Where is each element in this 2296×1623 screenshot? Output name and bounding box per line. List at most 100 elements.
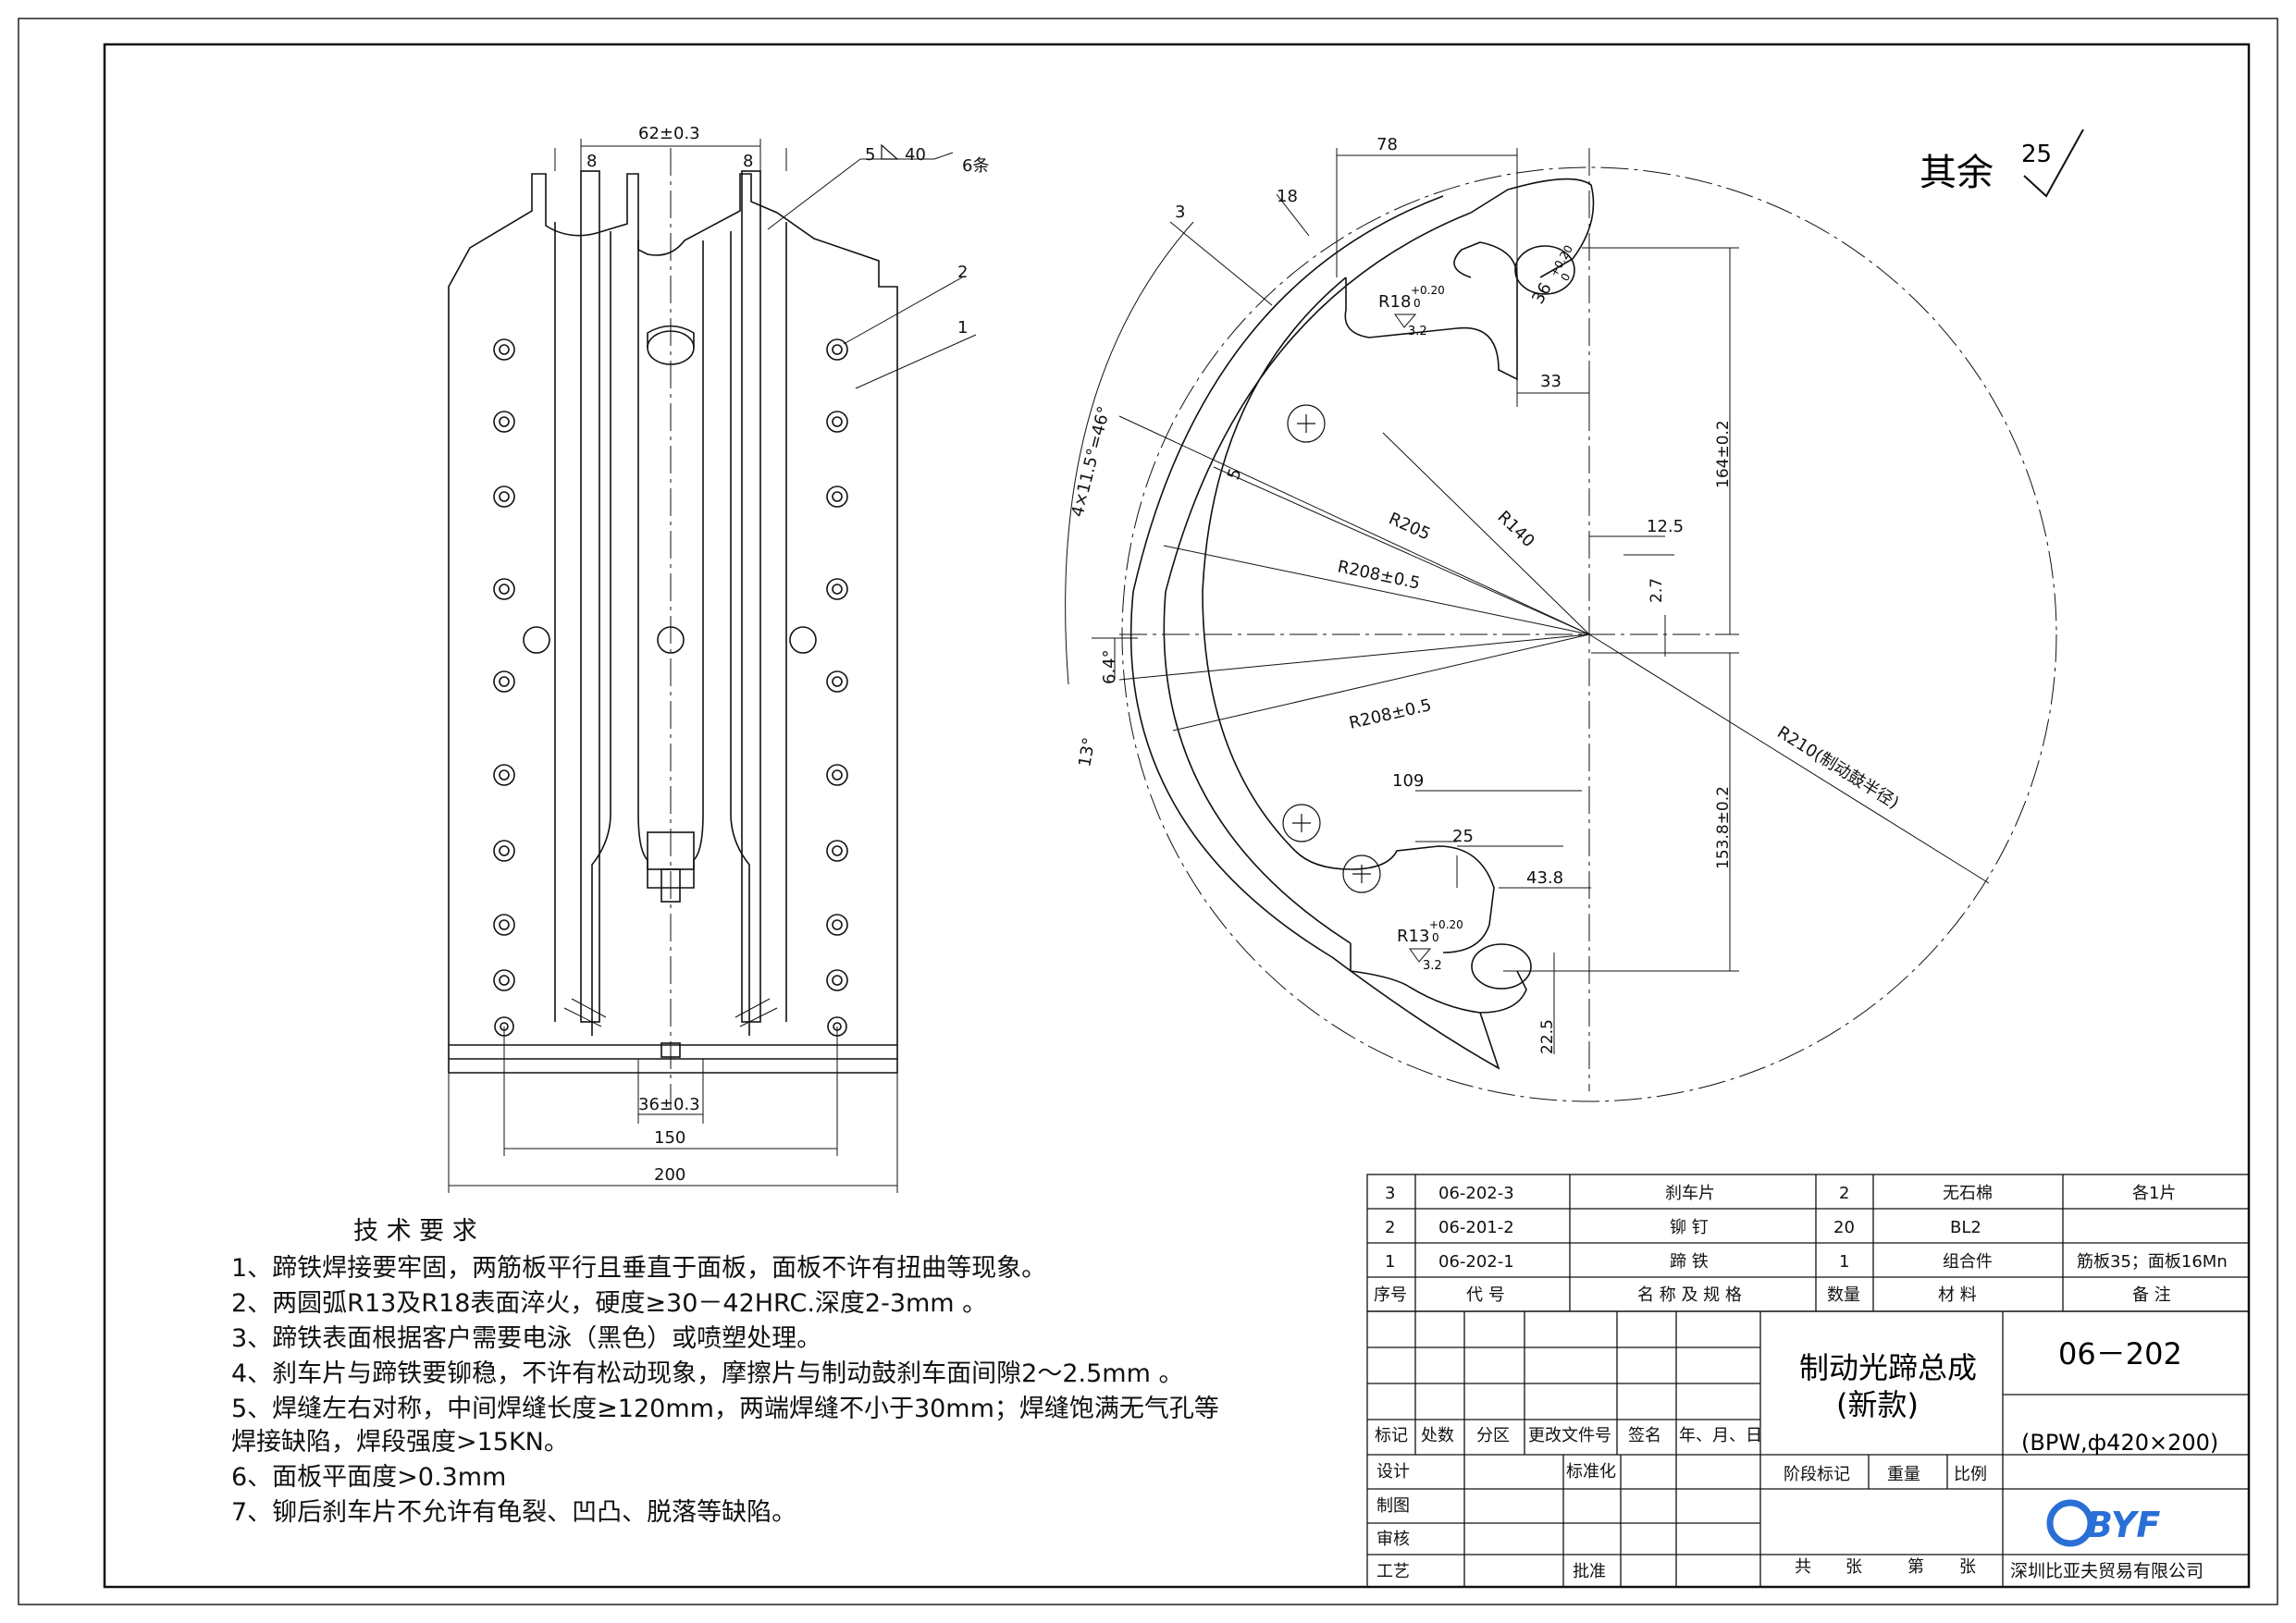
dim-r208-top: R208±0.5	[1336, 557, 1422, 593]
callout-2: 2	[957, 263, 968, 282]
label-approve: 批准	[1573, 1562, 1606, 1581]
bom-header-material: 材 料	[1938, 1285, 1977, 1305]
dim-r205: R205	[1386, 509, 1433, 544]
bom-row-3-no: 3	[1385, 1184, 1395, 1203]
title-block-text: 标记 处数 分区 更改文件号 签名 年、月、日 设计 制图 审核 工艺 标准化 …	[1375, 1336, 2218, 1581]
tech-line-3: 3、蹄铁表面根据客户需要电泳（黑色）或喷塑处理。	[231, 1324, 821, 1353]
dim-r18-tol-low: 0	[1413, 297, 1421, 310]
drawing-spec: (BPW,ф420×200)	[2021, 1430, 2218, 1456]
callout-1: 1	[957, 318, 968, 338]
right-view-labels: 3 78 18 R18 +0.20 0 3.2 36 +0.20 0 33 16…	[1068, 135, 1902, 1054]
bom-row-3-note: 各1片	[2132, 1184, 2176, 1203]
label-standardization: 标准化	[1566, 1462, 1616, 1482]
dim-angle-top: 18	[1277, 187, 1298, 206]
bom-row-1-no: 1	[1385, 1252, 1395, 1272]
dim-6-4: 6.4°	[1100, 649, 1119, 684]
radius-lines	[1118, 415, 1990, 884]
sign-draw: 制图	[1376, 1496, 1410, 1516]
label-stage: 阶段标记	[1784, 1465, 1850, 1484]
dim-22-5: 22.5	[1538, 1019, 1557, 1054]
bom-row-1-code: 06-202-1	[1438, 1252, 1514, 1272]
bom-header-qty: 数量	[1827, 1285, 1860, 1305]
bom-header-code: 代 号	[1466, 1285, 1505, 1305]
surface-note-value: 25	[2021, 141, 2052, 168]
bom-row-2-qty: 20	[1833, 1218, 1855, 1237]
bom-row-2-material: BL2	[1950, 1218, 1981, 1237]
dim-rib-left: 8	[586, 152, 597, 171]
left-dimension-lines	[448, 139, 977, 1193]
bom-row-1-name: 蹄 铁	[1670, 1252, 1709, 1272]
dim-r208-bottom: R208±0.5	[1347, 695, 1433, 733]
bom-text: 3 06-202-3 刹车片 2 无石棉 各1片 2 06-201-2 铆 钉 …	[1374, 1184, 2228, 1305]
drawing-title-2: (新款)	[1836, 1387, 1919, 1422]
dim-rib-right: 8	[743, 152, 753, 171]
roughness-b: 3.2	[1423, 959, 1442, 973]
dim-overall-width: 200	[654, 1165, 685, 1185]
dim-r18-tol-up: +0.20	[1411, 284, 1445, 297]
dim-25: 25	[1452, 827, 1474, 846]
dim-top-span: 62±0.3	[638, 124, 700, 143]
weld-count: 6条	[962, 156, 989, 176]
tech-requirements: 技 术 要 求 1、蹄铁焊接要牢固，两筋板平行且垂直于面板，面板不许有扭曲等现象…	[231, 1217, 1219, 1527]
bom-row-3-code: 06-202-3	[1438, 1184, 1514, 1203]
sheet-total-unit: 张	[1845, 1557, 1862, 1577]
company-name: 深圳比亚夫贸易有限公司	[2010, 1561, 2203, 1581]
bom-row-1-material: 组合件	[1943, 1252, 1993, 1272]
surface-roughness-note: 其余 25	[1920, 129, 2084, 198]
sign-design: 设计	[1376, 1462, 1410, 1482]
dim-33: 33	[1540, 372, 1562, 391]
surface-note-label: 其余	[1920, 152, 1994, 194]
tech-line-1: 1、蹄铁焊接要牢固，两筋板平行且垂直于面板，面板不许有扭曲等现象。	[231, 1254, 1046, 1283]
logo-text: BYF	[2086, 1505, 2160, 1545]
tech-title: 技 术 要 求	[353, 1217, 477, 1246]
company-logo: BYF	[2046, 1499, 2160, 1547]
tech-line-8: 7、铆后刹车片不允许有龟裂、凹凸、脱落等缺陷。	[231, 1498, 796, 1527]
roughness-a-icon	[1394, 314, 1417, 328]
dim-bottom-slot: 36±0.3	[638, 1095, 700, 1114]
rivet-holes-left	[493, 338, 515, 1037]
rev-label-sign: 签名	[1628, 1426, 1661, 1445]
bom-row-2-code: 06-201-2	[1438, 1218, 1514, 1237]
left-view	[448, 139, 977, 1193]
pivot-holes	[1282, 404, 1381, 893]
tech-line-2: 2、两圆弧R13及R18表面淬火，硬度≥30－42HRC.深度2-3mm 。	[231, 1289, 987, 1318]
dim-13: 13°	[1075, 736, 1099, 768]
bom-header-name: 名 称 及 规 格	[1637, 1285, 1742, 1305]
dim-12-5: 12.5	[1647, 517, 1684, 536]
tech-line-5: 5、焊缝左右对称，中间焊缝长度≥120mm，两端焊缝不小于30mm；焊缝饱满无气…	[231, 1395, 1219, 1423]
title-block	[1366, 1310, 2250, 1588]
rev-label-date: 年、月、日	[1679, 1426, 1762, 1445]
dim-109: 109	[1392, 771, 1424, 791]
dim-rivet-span: 150	[654, 1128, 685, 1148]
bom-row-3-material: 无石棉	[1943, 1184, 1993, 1203]
dim-r210: R210(制动鼓半径)	[1773, 722, 1902, 813]
tech-line-4: 4、刹车片与蹄铁要铆稳，不许有松动现象，摩擦片与制动鼓刹车面间隙2～2.5mm …	[231, 1359, 1183, 1388]
right-view	[1065, 148, 2057, 1102]
sheet-current-unit: 张	[1959, 1557, 1976, 1577]
drawing-number: 06－202	[2058, 1336, 2182, 1371]
bom-table	[1366, 1174, 2250, 1312]
bom-row-2-no: 2	[1385, 1218, 1395, 1237]
label-weight: 重量	[1887, 1465, 1920, 1484]
logo-ring-icon	[2046, 1499, 2094, 1547]
right-dimension-lines	[1065, 148, 1739, 1054]
dim-r13: R13	[1397, 927, 1429, 946]
inner-border	[103, 43, 2251, 1589]
bom-row-1-qty: 1	[1839, 1252, 1849, 1272]
bom-header-note: 备 注	[2132, 1285, 2171, 1305]
roughness-check-icon	[2023, 129, 2084, 198]
dim-2-7: 2.7	[1648, 578, 1666, 603]
dim-r13-tol-low: 0	[1432, 931, 1439, 944]
dim-r18: R18	[1378, 292, 1411, 312]
weld-length: 40	[905, 145, 926, 165]
rev-label-mark: 标记	[1375, 1426, 1408, 1445]
rev-label-count: 处数	[1421, 1426, 1454, 1445]
bom-row-1-note: 筋板35；面板16Mn	[2077, 1252, 2228, 1272]
weld-triangle-icon	[881, 143, 899, 160]
bom-row-3-qty: 2	[1839, 1184, 1849, 1203]
drawing-title-1: 制动光蹄总成	[1799, 1350, 1977, 1385]
tech-line-6: 焊接缺陷，焊段强度>15KN。	[231, 1428, 569, 1457]
dim-r13-tol-up: +0.20	[1429, 918, 1463, 931]
outer-border	[18, 18, 2278, 1605]
